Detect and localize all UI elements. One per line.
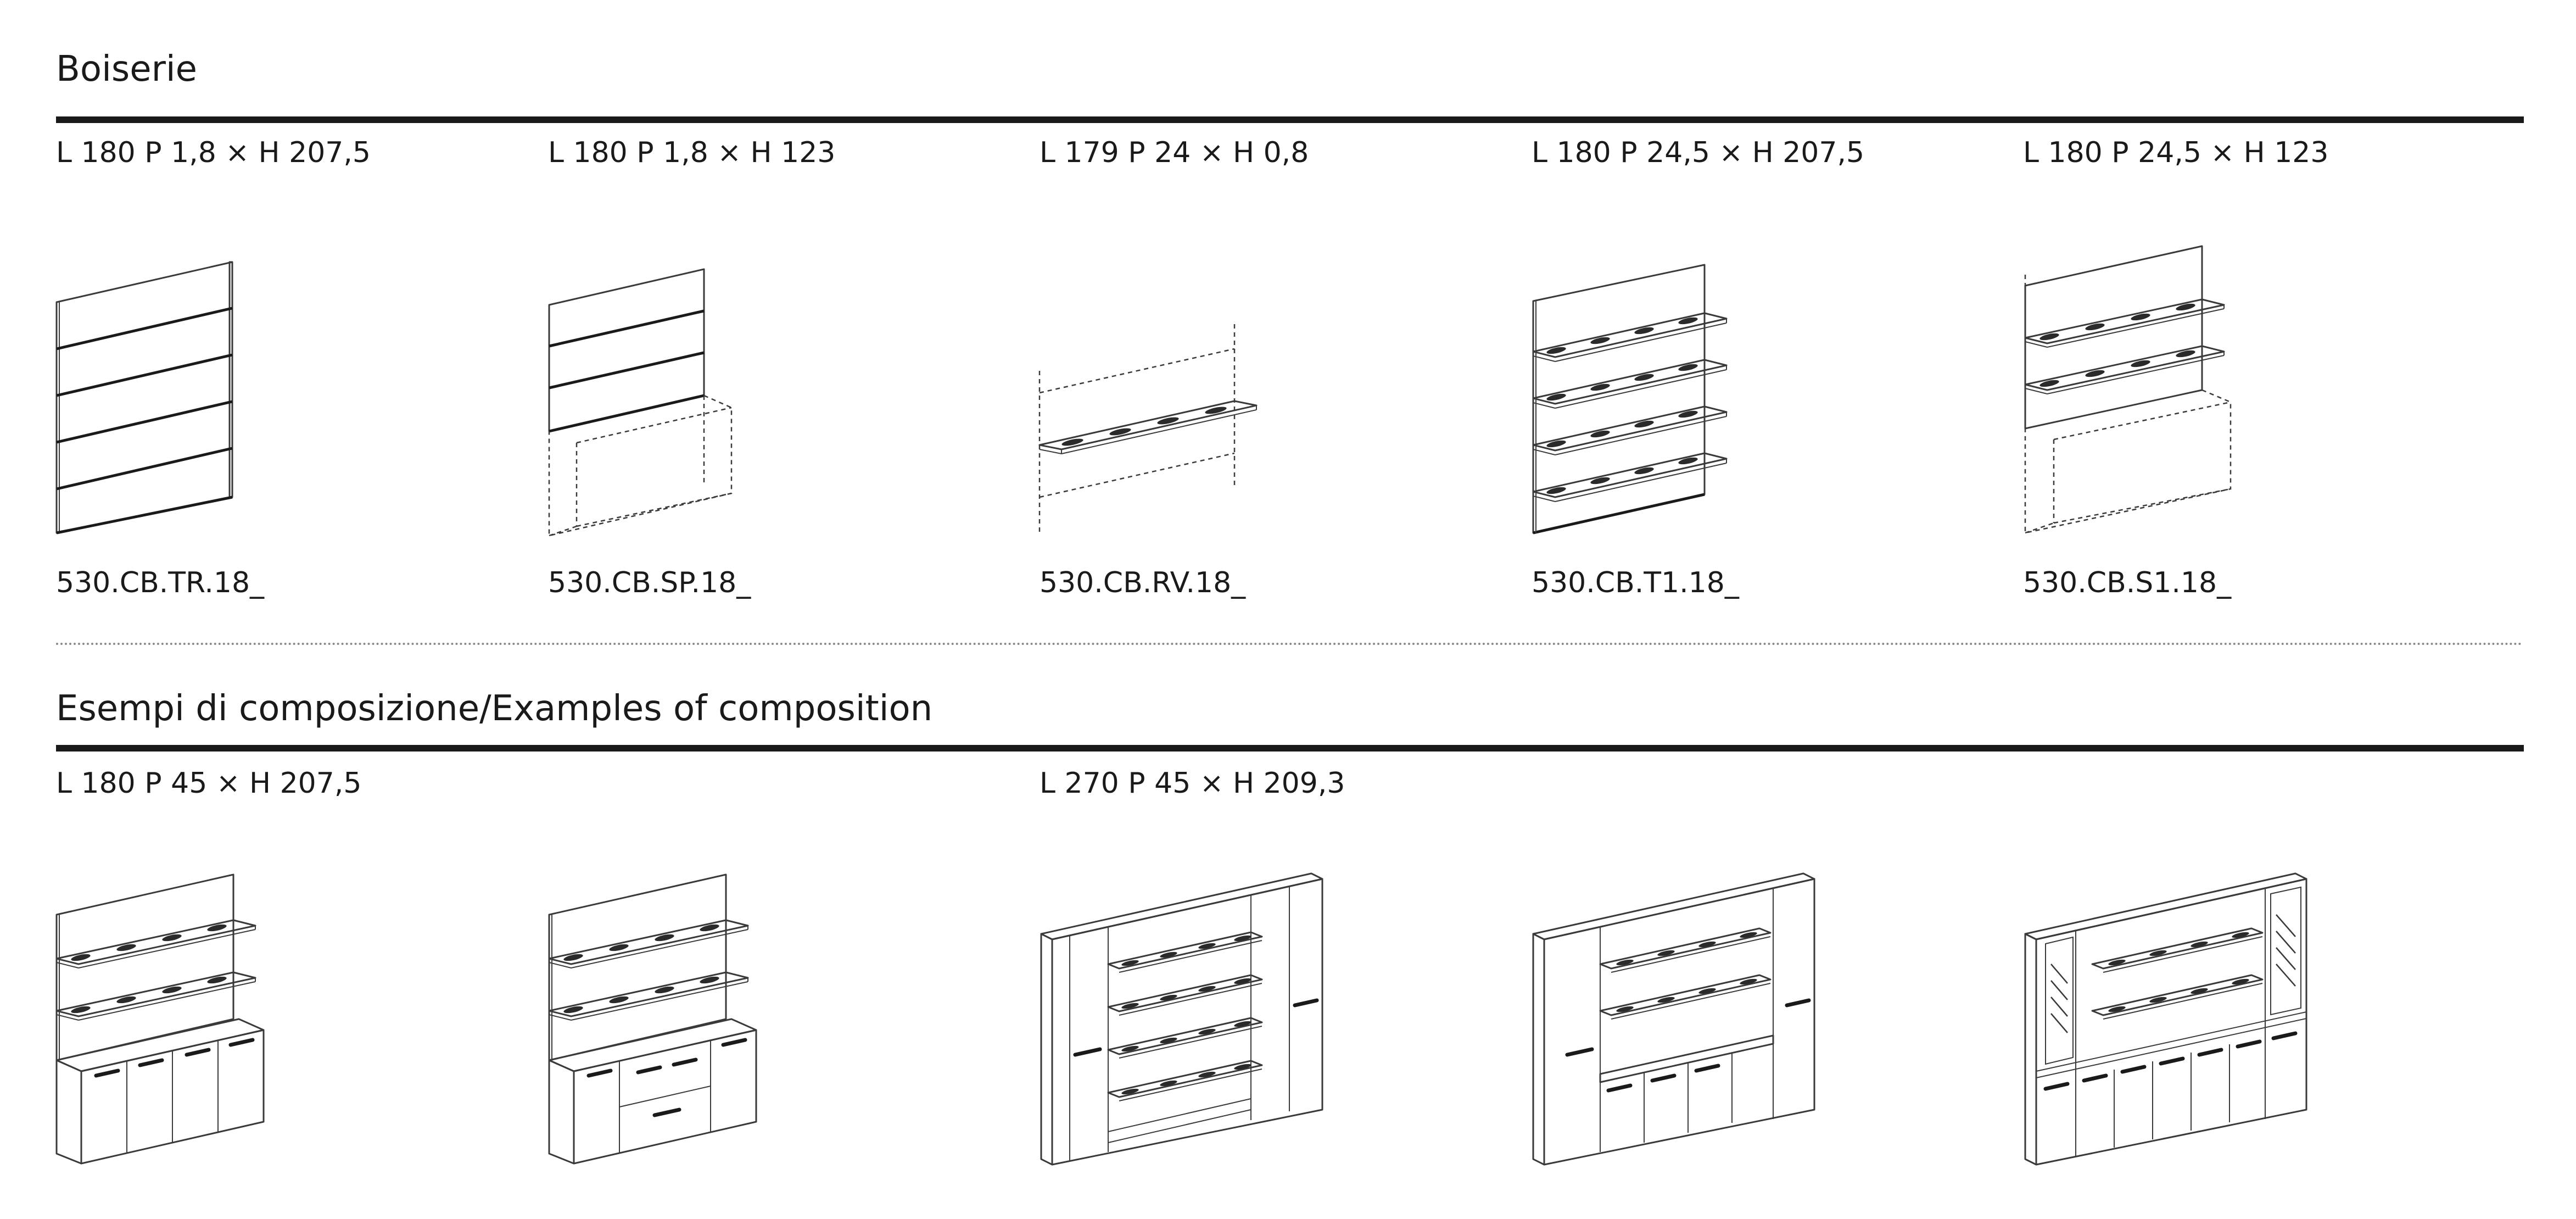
product-code: 530.CB.RV.18_ (1040, 566, 1246, 599)
composition-illustration (1529, 868, 1825, 1176)
section-rule (56, 116, 2524, 123)
dimension-label: L 180 P 24,5 × H 123 (2023, 136, 2329, 169)
section-rule (56, 745, 2524, 752)
composition-illustration (1037, 868, 1333, 1176)
composition-illustration (52, 868, 272, 1176)
shelf-illustration (1037, 319, 1267, 538)
composition-illustration (545, 868, 764, 1176)
boiserie-half-shelves-illustration (2021, 242, 2240, 538)
boiserie-panel-illustration (52, 255, 239, 541)
dimension-label: L 180 P 45 × H 207,5 (56, 767, 362, 800)
dimension-label: L 180 P 1,8 × H 207,5 (56, 136, 371, 169)
section-divider (56, 643, 2524, 645)
product-code: 530.CB.TR.18_ (56, 566, 265, 599)
section-title-boiserie: Boiserie (56, 49, 198, 90)
boiserie-half-panel-illustration (545, 264, 748, 538)
product-code: 530.CB.S1.18_ (2023, 566, 2232, 599)
section-title-compositions: Esempi di composizione/Examples of compo… (56, 688, 933, 729)
composition-illustration (2021, 868, 2317, 1176)
dimension-label: L 180 P 1,8 × H 123 (548, 136, 836, 169)
product-code: 530.CB.T1.18_ (1532, 566, 1739, 599)
dimension-label: L 180 P 24,5 × H 207,5 (1532, 136, 1865, 169)
boiserie-shelves-illustration (1529, 258, 1732, 538)
dimension-label: L 179 P 24 × H 0,8 (1040, 136, 1309, 169)
product-code: 530.CB.SP.18_ (548, 566, 751, 599)
dimension-label: L 270 P 45 × H 209,3 (1040, 767, 1345, 800)
